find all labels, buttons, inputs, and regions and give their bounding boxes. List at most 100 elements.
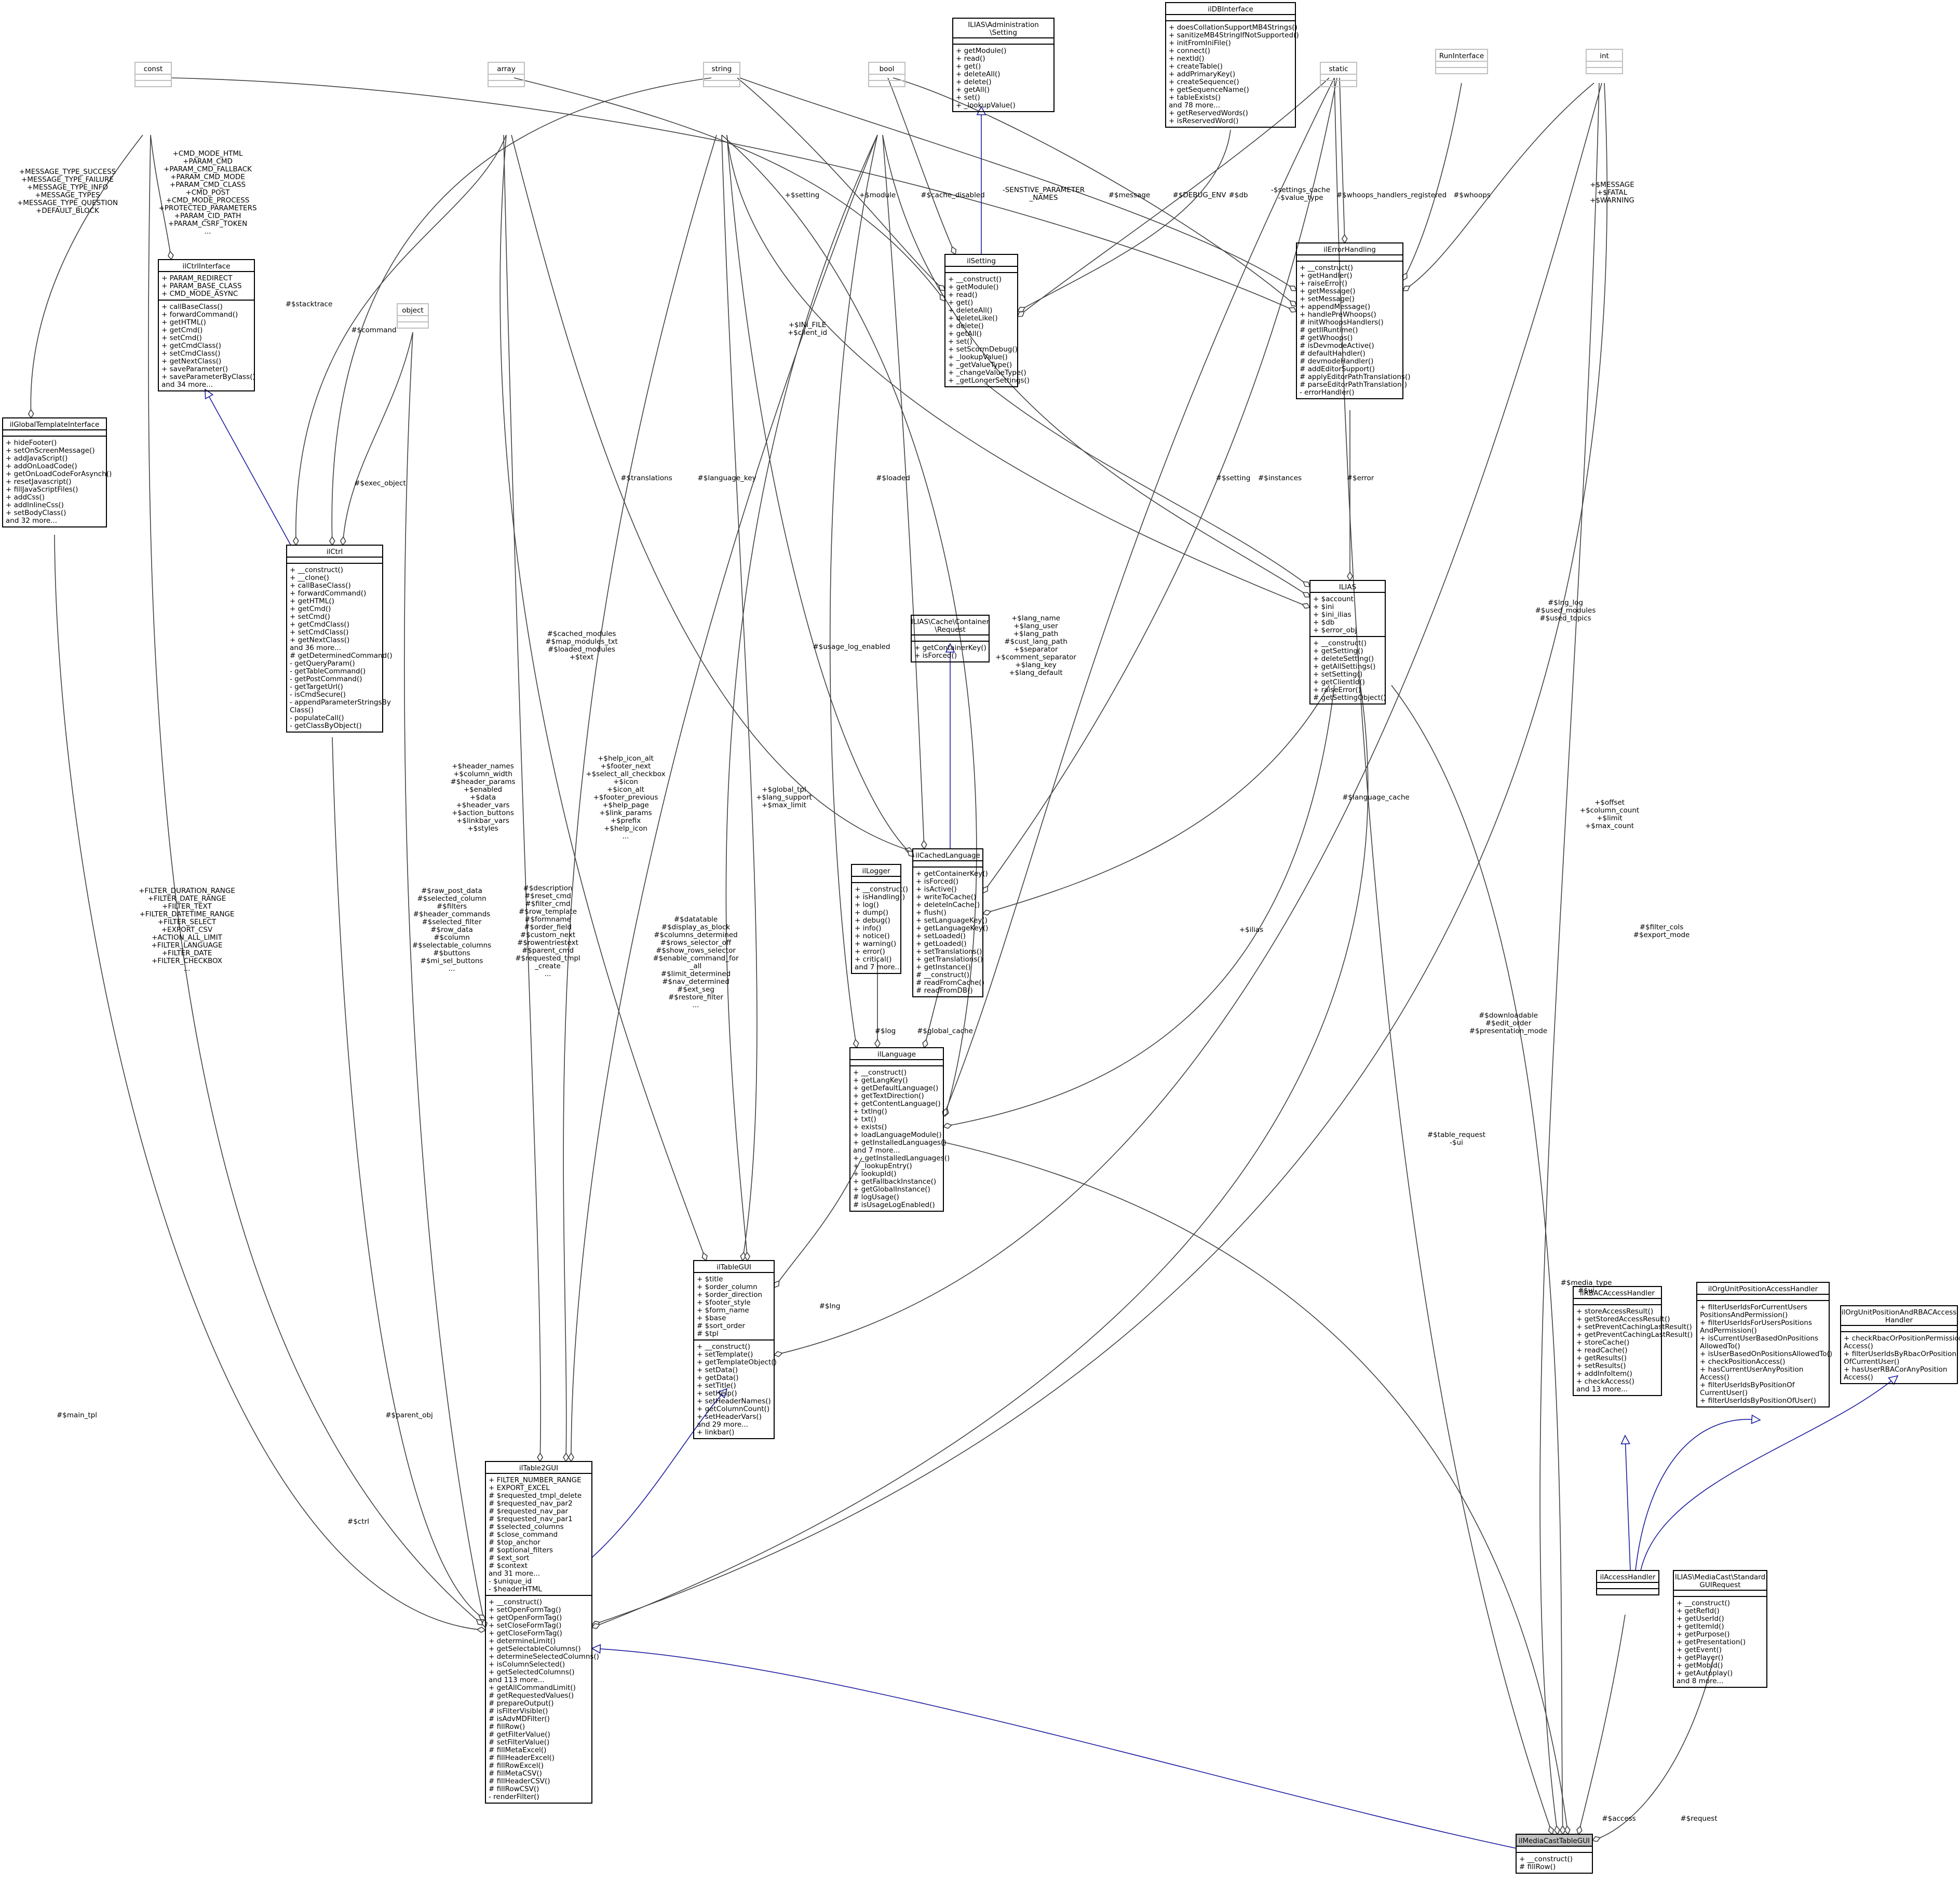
- class-method: + getLangKey(): [853, 1076, 908, 1085]
- class-method: and 32 more...: [6, 517, 57, 525]
- class-method: + getCmdClass(): [290, 620, 349, 629]
- edge-label-lang-fields: +$lang_user: [1013, 622, 1058, 630]
- class-method: # fillRow(): [489, 1723, 525, 1731]
- edge-int-to-tablegui: [774, 83, 1602, 1356]
- class-method: + txt(): [853, 1115, 876, 1123]
- class-method: + _lookupValue(): [948, 353, 1008, 361]
- class-method: + exists(): [853, 1123, 887, 1131]
- class-title: ilCachedLanguage: [915, 851, 980, 860]
- class-node-array[interactable]: array: [488, 62, 525, 87]
- edge-bool-to-tablegui: [725, 134, 878, 1261]
- edge-label-cached-modules: #$loaded_modules: [548, 645, 615, 654]
- class-method: + getDefaultLanguage(): [853, 1084, 938, 1092]
- class-title: RunInterface: [1439, 52, 1484, 60]
- class-node-ildbinterface[interactable]: ilDBInterface+ doesCollationSupportMB4St…: [1165, 2, 1299, 128]
- class-node-int[interactable]: int: [1586, 49, 1623, 74]
- class-node-iltablegui[interactable]: ilTableGUI+ $title+ $order_column+ $orde…: [693, 1260, 777, 1439]
- class-node-admin_setting[interactable]: ILIAS\Administration\Setting+ getModule(…: [952, 18, 1055, 112]
- edge-request-to-mediacast: [1592, 1658, 1714, 1841]
- aggregation-marker: [951, 246, 957, 255]
- class-title: static: [1329, 65, 1348, 73]
- class-node-bool[interactable]: bool: [868, 62, 905, 87]
- edge-label-help-icon: +$select_all_checkbox: [586, 770, 665, 778]
- edge-label-header-names: +$linkbar_vars: [456, 817, 509, 825]
- class-node-cache_request[interactable]: ILIAS\Cache\Container\Request+ getContai…: [911, 615, 990, 662]
- edge-label-translations: #$translations: [620, 474, 672, 482]
- edge-label-datatable: #$enable_command_for: [653, 954, 739, 963]
- class-node-illanguage[interactable]: ilLanguage+ __construct()+ getLangKey()+…: [849, 1047, 950, 1212]
- class-method: Access(): [1844, 1342, 1873, 1350]
- class-method: + getStoredAccessResult(): [1576, 1315, 1670, 1323]
- class-method: - getClassByObject(): [290, 722, 362, 730]
- edge-label-const-ctrl: +PARAM_CSRF_TOKEN: [168, 220, 248, 228]
- edge-label-error: #$error: [1347, 474, 1374, 482]
- class-attribute: # $optional_filters: [489, 1546, 553, 1554]
- edge-const-to-globaltpl: [30, 134, 143, 418]
- edge-label-help-icon: +$icon: [613, 778, 638, 786]
- class-method: + __construct(): [855, 885, 908, 893]
- class-method: + getSelectableColumns(): [489, 1645, 581, 1653]
- class-title: ILIAS\Administration: [968, 21, 1039, 29]
- class-node-ilcachedlanguage[interactable]: ilCachedLanguage+ getContainerKey()+ isF…: [912, 848, 988, 997]
- class-node-static[interactable]: static: [1320, 62, 1357, 87]
- class-method: + _changeValueType(): [948, 369, 1026, 377]
- class-method: + txtlng(): [853, 1107, 887, 1116]
- class-node-ilglobaltemplateinterface[interactable]: ilGlobalTemplateInterface+ hideFooter()+…: [2, 417, 112, 527]
- class-method: + getMobId(): [1677, 1661, 1723, 1670]
- class-node-ilorgunitpositionaccesshandler[interactable]: ilOrgUnitPositionAccessHandler+ filterUs…: [1696, 1282, 1832, 1407]
- class-method: + getAutoplay(): [1677, 1669, 1733, 1677]
- class-method: + storeAccessResult(): [1576, 1307, 1653, 1316]
- class-method: + __construct(): [1300, 264, 1353, 272]
- class-node-object[interactable]: object: [397, 303, 429, 329]
- class-method: + __construct(): [948, 275, 1002, 283]
- class-method: + checkRbacOrPositionPermission: [1844, 1334, 1960, 1343]
- edge-label-global-tpl: +$global_tpl: [762, 786, 806, 794]
- class-title: bool: [880, 65, 895, 73]
- aggregation-marker: [340, 536, 346, 546]
- class-method: + getInstance(): [916, 963, 971, 971]
- edge-label-datatable: #$ext_seg: [677, 985, 714, 994]
- class-method: + checkAccess(): [1576, 1377, 1634, 1386]
- class-attribute: # $requested_nav_par2: [489, 1499, 573, 1508]
- edge-label-lang-fields: +$lang_key: [1015, 661, 1056, 669]
- aggregation-marker: [874, 1038, 881, 1049]
- class-node-illogger[interactable]: ilLogger+ __construct()+ isHandling()+ l…: [851, 864, 908, 974]
- aggregation-marker: [563, 1452, 570, 1463]
- class-method: + _lookupEntry(): [853, 1162, 912, 1170]
- aggregation-marker: [478, 1614, 486, 1620]
- class-node-iltable2gui[interactable]: ilTable2GUI+ FILTER_NUMBER_RANGE+ EXPORT…: [485, 1461, 599, 1804]
- class-node-ilias[interactable]: ILIAS+ $account+ $ini+ $ini_ilias+ $db+ …: [1309, 580, 1386, 705]
- edge-label-description: #$requested_tmpl: [515, 954, 580, 963]
- inheritance-marker: [1888, 1375, 1899, 1385]
- edge-label-const-ctrl: +PARAM_CMD_CLASS: [170, 181, 246, 189]
- class-method: # isFilterVisible(): [489, 1707, 548, 1715]
- class-node-ilmediacasttablegui[interactable]: ilMediaCastTableGUI+ __construct()# fill…: [1516, 1834, 1593, 1874]
- edge-label-global-tpl: +$lang_support: [756, 793, 812, 802]
- class-method: + handlePreWhoops(): [1300, 310, 1376, 319]
- aggregation-marker: [938, 285, 946, 292]
- edge-label-global-tpl: +$max_limit: [762, 801, 806, 809]
- class-method: + saveParameter(): [161, 365, 228, 373]
- class-node-ilrbacaccesshandler[interactable]: ilRBACAccessHandler+ storeAccessResult()…: [1573, 1286, 1693, 1396]
- edge-label-whoops: #$whoops: [1453, 191, 1491, 199]
- class-method: + info(): [855, 924, 881, 932]
- class-node-ilctrlinterface[interactable]: ilCtrlInterface+ PARAM_REDIRECT+ PARAM_B…: [158, 259, 255, 391]
- class-title: int: [1600, 52, 1609, 60]
- class-title: ilCtrlInterface: [183, 262, 231, 270]
- class-node-ilaccesshandler[interactable]: ilAccessHandler: [1596, 1570, 1659, 1595]
- class-node-const[interactable]: const: [134, 62, 172, 87]
- edge-table2gui-inh-mediacast: [591, 1648, 1517, 1849]
- edge-static-to-errorhandling: [1339, 77, 1345, 243]
- class-node-ilerrorhandling[interactable]: ilErrorHandling+ __construct()+ getHandl…: [1296, 242, 1411, 399]
- class-node-string[interactable]: string: [703, 62, 740, 87]
- class-method: + getContentLanguage(): [853, 1100, 941, 1108]
- edge-label-offset: +$column_count: [1580, 806, 1639, 815]
- class-node-runinterface[interactable]: RunInterface: [1435, 49, 1488, 74]
- class-node-ilctrl[interactable]: ilCtrl+ __construct()+ __clone()+ callBa…: [286, 545, 393, 733]
- edge-label-sensitive: -SENSTIVE_PARAMETER: [1003, 186, 1085, 194]
- aggregation-marker: [774, 1280, 780, 1289]
- class-node-ilsetting[interactable]: ilSetting+ __construct()+ getModule()+ r…: [944, 254, 1030, 387]
